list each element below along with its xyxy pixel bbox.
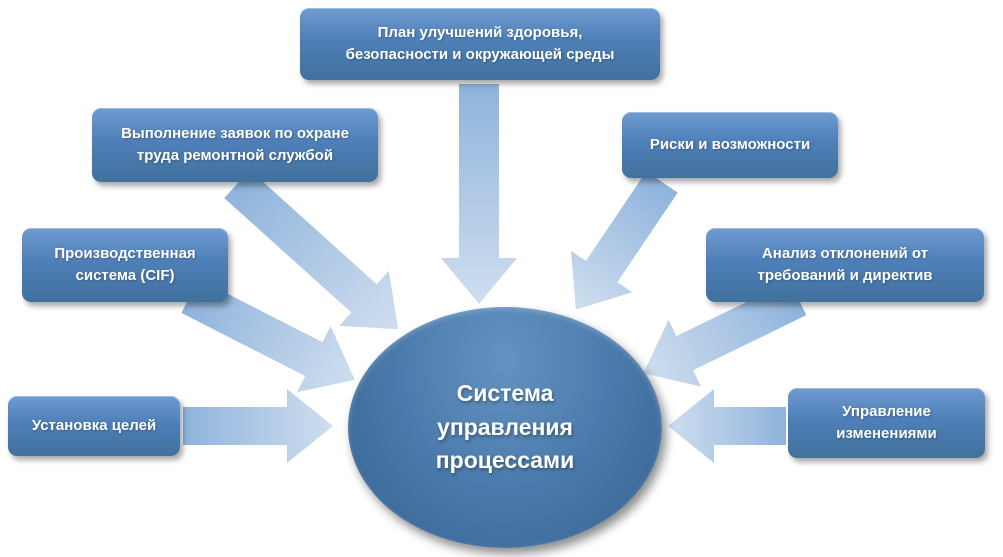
center-ellipse: Система управления процессами bbox=[348, 307, 662, 548]
arrow-plan-to-center bbox=[441, 84, 517, 304]
node-production-system: Производственная система (CIF) bbox=[22, 228, 228, 302]
node-work-orders: Выполнение заявок по охране труда ремонт… bbox=[92, 108, 378, 182]
arrow-goal-setting-to-center bbox=[183, 389, 333, 463]
node-change-management: Управление изменениями bbox=[788, 388, 985, 458]
node-risks-opportunities: Риски и возможности bbox=[622, 112, 838, 178]
node-risks-opportunities-label: Риски и возможности bbox=[649, 135, 811, 153]
node-change-management-label: Управление изменениями bbox=[836, 402, 937, 443]
node-goal-setting: Установка целей bbox=[8, 396, 180, 456]
node-production-system-label: Производственная система (CIF) bbox=[54, 244, 196, 285]
arrow-deviation-analysis-to-center bbox=[643, 280, 807, 387]
center-ellipse-label: Система управления процессами bbox=[435, 380, 575, 474]
node-work-orders-label: Выполнение заявок по охране труда ремонт… bbox=[121, 124, 349, 165]
arrow-production-system-to-center bbox=[181, 279, 355, 393]
node-plan-improvements: План улучшений здоровья, безопасности и … bbox=[300, 8, 660, 80]
node-plan-improvements-label: План улучшений здоровья, безопасности и … bbox=[345, 23, 615, 64]
node-goal-setting-label: Установка целей bbox=[31, 416, 157, 434]
arrow-work-orders-to-center bbox=[224, 169, 399, 330]
node-deviation-analysis: Анализ отклонений от требований и директ… bbox=[706, 228, 984, 302]
arrow-risks-to-center bbox=[570, 171, 678, 310]
arrow-change-management-to-center bbox=[668, 389, 786, 463]
node-deviation-analysis-label: Анализ отклонений от требований и директ… bbox=[757, 244, 933, 285]
